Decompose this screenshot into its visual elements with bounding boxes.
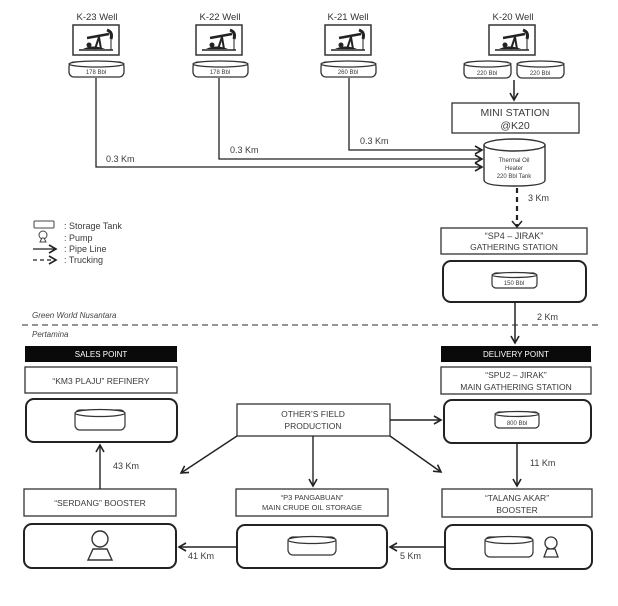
mini-station-line1: MINI STATION <box>480 107 549 119</box>
distance-trucking: 3 Km <box>528 193 549 203</box>
tank-capacity: 220 Bbl <box>530 71 550 77</box>
sp4-line1: “SP4 – JIRAK” <box>485 231 544 241</box>
well-k23: K-23 Well 178 Bbl <box>68 12 125 78</box>
heater-line2: Heater <box>505 166 523 172</box>
p3-line1: “P3 PANGABUAN” <box>281 493 344 502</box>
storage-tank-icon <box>68 60 125 78</box>
tank-capacity: 178 Bbl <box>210 70 230 76</box>
distance-p3-serdang: 41 Km <box>188 551 214 561</box>
well-k21: K-21 Well 260 Bbl <box>320 12 377 78</box>
others-field-line2: PRODUCTION <box>284 421 341 431</box>
distance-sp4-spu2: 2 Km <box>537 312 558 322</box>
serdang-label: “SERDANG” BOOSTER <box>54 498 146 508</box>
zone-label-pertamina: Pertamina <box>32 330 69 339</box>
well-k20-label: K-20 Well <box>492 12 533 23</box>
legend-storage-tank: : Storage Tank <box>64 221 122 231</box>
legend-pipe-line: : Pipe Line <box>64 244 107 254</box>
sp4-gathering-station: “SP4 – JIRAK” GATHERING STATION 150 Bbl <box>440 227 588 303</box>
heater-line1: Thermal Oil <box>498 158 529 164</box>
well-k23-label: K-23 Well <box>76 12 117 23</box>
zone-label-green-world: Green World Nusantara <box>32 311 117 320</box>
km3-plaju-refinery: “KM3 PLAJU” REFINERY <box>52 376 149 386</box>
well-k21-label: K-21 Well <box>327 12 368 23</box>
sp4-tank-capacity: 150 Bbl <box>504 281 524 287</box>
storage-tank-icon <box>491 271 538 289</box>
trucking-arrow-head <box>511 220 523 229</box>
pipe-line-k22 <box>218 78 484 164</box>
tank-capacity: 178 Bbl <box>86 70 106 76</box>
pump-icon <box>86 530 114 561</box>
talang-akar-booster: “TALANG AKAR” BOOSTER <box>441 488 593 570</box>
heater-line3: 220 Bbl Tank <box>497 174 533 180</box>
p3-pangabuan-storage: “P3 PANGABUAN” MAIN CRUDE OIL STORAGE <box>235 488 389 569</box>
legend-trucking: : Trucking <box>64 255 103 265</box>
spu2-line2: MAIN GATHERING STATION <box>460 382 571 392</box>
talang-line2: BOOSTER <box>496 505 538 515</box>
thermal-oil-heater-tank: Thermal Oil Heater 220 Bbl Tank <box>483 138 546 187</box>
storage-tank-icon <box>192 60 249 78</box>
mini-station: MINI STATION @K20 <box>451 102 580 134</box>
storage-tank-icon <box>287 535 337 556</box>
storage-tank-icon <box>494 410 540 429</box>
distance-k21: 0.3 Km <box>360 136 389 146</box>
sp4-line2: GATHERING STATION <box>470 242 558 252</box>
storage-tank-icon <box>320 60 377 78</box>
spu2-tank-capacity: 800 Bbl <box>507 421 527 427</box>
tank-capacity: 260 Bbl <box>338 70 358 76</box>
pipe-line-k23 <box>95 78 484 172</box>
pumpjack-icon <box>194 23 244 57</box>
distance-talang-p3: 5 Km <box>400 551 421 561</box>
p3-line2: MAIN CRUDE OIL STORAGE <box>262 503 362 512</box>
pipe-line-k21 <box>348 78 484 155</box>
well-k22: K-22 Well 178 Bbl <box>192 12 249 78</box>
distance-serdang-km3: 43 Km <box>113 461 139 471</box>
storage-tank-icon <box>484 535 534 558</box>
serdang-booster: “SERDANG” BOOSTER <box>23 488 177 569</box>
tank-capacity: 220 Bbl <box>477 71 497 77</box>
storage-tank-icon <box>74 408 126 431</box>
storage-tank-icon <box>33 220 55 229</box>
delivery-point: DELIVERY POINT “SPU2 – JIRAK” MAIN GATHE… <box>440 346 592 444</box>
others-field-line1: OTHER’S FIELD <box>281 409 345 419</box>
spu2-line1: “SPU2 – JIRAK” <box>485 370 547 380</box>
talang-line1: “TALANG AKAR” <box>485 493 549 503</box>
legend: : Storage Tank : Pump : Pipe Line : Truc… <box>33 220 122 265</box>
pump-icon <box>543 536 559 558</box>
distance-k23: 0.3 Km <box>106 154 135 164</box>
well-k22-label: K-22 Well <box>199 12 240 23</box>
pump-icon <box>38 230 48 243</box>
legend-pump: : Pump <box>64 233 93 243</box>
others-field-production: OTHER’S FIELD PRODUCTION <box>236 403 391 437</box>
well-k20: K-20 Well 220 Bbl 220 Bbl <box>463 12 565 79</box>
storage-tank-icon <box>516 60 565 79</box>
delivery-point-header: DELIVERY POINT <box>483 350 549 359</box>
mini-station-line2: @K20 <box>500 120 530 132</box>
pipe-line-others-km3 <box>179 435 238 474</box>
distance-spu2-talang: 11 Km <box>530 458 555 468</box>
storage-tank-icon <box>463 60 512 79</box>
distance-k22: 0.3 Km <box>230 145 259 155</box>
pumpjack-icon <box>323 23 373 57</box>
sales-point: SALES POINT “KM3 PLAJU” REFINERY <box>24 346 178 443</box>
sales-point-header: SALES POINT <box>75 350 128 359</box>
pumpjack-icon <box>487 23 537 57</box>
pumpjack-icon <box>71 23 121 57</box>
pipe-line-others-talang <box>389 435 443 473</box>
